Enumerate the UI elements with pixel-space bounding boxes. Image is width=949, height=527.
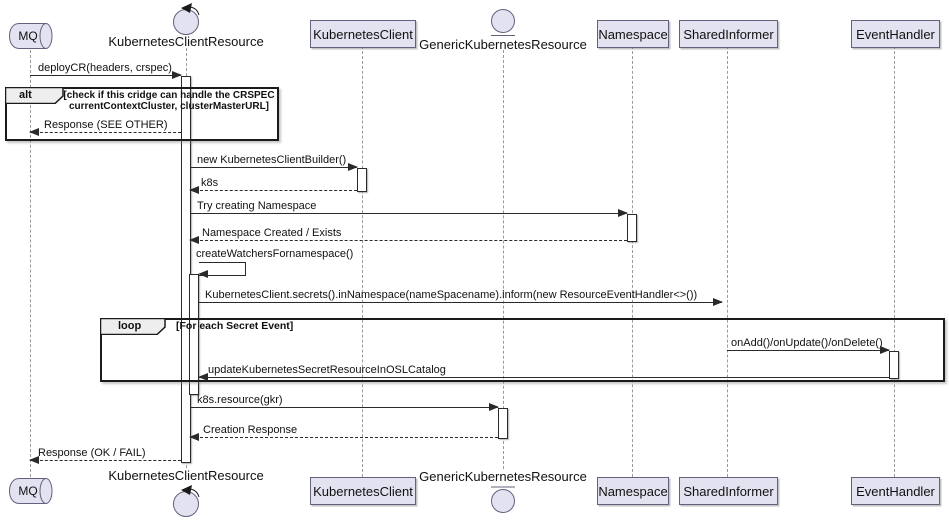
arrowhead-right-icon <box>713 298 723 306</box>
lifeline-mq <box>30 50 31 477</box>
lifeline-sharedinformer <box>727 46 728 477</box>
arrow-line <box>30 460 181 461</box>
participant-eventhandler-bottom: EventHandler <box>851 477 940 505</box>
loop-pentagon <box>100 318 166 335</box>
alt-operator: alt <box>19 89 32 101</box>
message-label: k8s <box>201 177 219 189</box>
participant-gkr-bottom: GenericKubernetesResource <box>419 469 587 484</box>
alt-guard-line2: currentContextCluster, clusterMasterURL] <box>68 101 270 112</box>
participant-label: SharedInformer <box>683 26 774 42</box>
participant-sharedinformer-bottom: SharedInformer <box>679 477 778 505</box>
message-label: new KubernetesClientBuilder() <box>197 154 347 166</box>
participant-mq-bottom: MQ <box>8 477 54 505</box>
message-createwatchers-self: createWatchersFornamespace() <box>190 248 354 278</box>
participant-label: Namespace <box>598 26 668 42</box>
arrow-line <box>190 407 498 408</box>
participant-kubernetesclient-bottom: KubernetesClient <box>310 477 416 505</box>
message-label: Creation Response <box>203 424 298 436</box>
arrowhead-left-icon <box>189 186 199 194</box>
message-label: onAdd()/onUpdate()/onDelete() <box>731 337 883 349</box>
arrow-line <box>190 213 627 214</box>
arrow-line <box>199 302 722 303</box>
participant-kubernetesclient-top: KubernetesClient <box>310 20 416 48</box>
message-label: deployCR(headers, crspec) <box>38 62 172 74</box>
arrowhead-right-icon <box>172 71 182 79</box>
arrow-line <box>30 132 181 133</box>
participant-label: KubernetesClient <box>313 26 413 42</box>
arrowhead-left-icon <box>198 270 208 278</box>
arrow-line <box>727 350 889 351</box>
participant-label: EventHandler <box>856 26 935 42</box>
self-call-line <box>199 262 246 276</box>
message-label: KubernetesClient.secrets().inNamespace(n… <box>205 289 698 301</box>
arrow-line <box>199 377 889 378</box>
activation-eventhandler <box>889 351 899 379</box>
control-icon <box>173 3 200 35</box>
loop-operator: loop <box>118 320 142 332</box>
participant-mq-top: MQ <box>8 22 54 50</box>
arrowhead-right-icon <box>880 346 890 354</box>
participant-label: MQ <box>18 483 38 498</box>
alt-pentagon <box>5 87 64 104</box>
arrowhead-right-icon <box>489 403 499 411</box>
arrowhead-right-icon <box>618 209 628 217</box>
participant-gkr-top: GenericKubernetesResource <box>419 37 587 52</box>
participant-eventhandler-top: EventHandler <box>851 20 940 48</box>
queue-icon <box>8 23 53 49</box>
arrow-line <box>190 190 357 191</box>
control-icon <box>173 485 200 517</box>
loop-guard: [For each Secret Event] <box>176 320 294 332</box>
arrowhead-right-icon <box>348 163 358 171</box>
message-label: createWatchersFornamespace() <box>196 248 354 260</box>
arrowhead-left-icon <box>189 433 199 441</box>
arrow-line <box>190 240 627 241</box>
activation-kcr-main <box>181 76 191 463</box>
queue-icon <box>8 478 53 504</box>
message-label: Namespace Created / Exists <box>202 227 342 239</box>
participant-kcr-bottom: KubernetesClientResource <box>108 468 264 483</box>
activation-kcr-nested <box>189 274 199 395</box>
lifeline-generickubernetesresource <box>503 50 504 469</box>
entity-icon <box>491 486 515 513</box>
lifeline-kubernetesclient <box>362 46 363 477</box>
arrowhead-left-icon <box>29 128 39 136</box>
participant-kcr-top: KubernetesClientResource <box>108 34 264 49</box>
alt-guard-line1: [check if this cridge can handle the CRS… <box>63 90 275 101</box>
entity-icon <box>491 9 515 36</box>
arrow-line <box>30 75 181 76</box>
message-label: k8s.resource(gkr) <box>197 394 283 406</box>
participant-label: EventHandler <box>856 483 935 499</box>
arrow-line <box>190 167 357 168</box>
participant-namespace-top: Namespace <box>597 20 669 48</box>
lifeline-eventhandler <box>894 46 895 477</box>
arrow-line <box>190 437 498 438</box>
message-label: Response (OK / FAIL) <box>38 447 146 459</box>
arrowhead-left-icon <box>189 236 199 244</box>
activation-generickubernetesresource <box>498 408 508 439</box>
message-label: Try creating Namespace <box>197 200 317 212</box>
message-label: updateKubernetesSecretResourceInOSLCatal… <box>208 364 446 376</box>
alt-fragment: alt [check if this cridge can handle the… <box>5 87 279 141</box>
participant-namespace-bottom: Namespace <box>597 477 669 505</box>
alt-guard: [check if this cridge can handle the CRS… <box>63 90 275 112</box>
activation-kubernetesclient <box>357 168 367 192</box>
activation-namespace <box>627 214 637 242</box>
participant-label: MQ <box>18 28 38 43</box>
loop-fragment: loop [For each Secret Event] <box>100 318 945 382</box>
lifeline-namespace <box>632 46 633 477</box>
message-label: Response (SEE OTHER) <box>44 119 168 131</box>
participant-label: Namespace <box>598 483 668 499</box>
participant-label: SharedInformer <box>683 483 774 499</box>
participant-sharedinformer-top: SharedInformer <box>679 20 778 48</box>
arrowhead-left-icon <box>198 373 208 381</box>
arrowhead-left-icon <box>29 456 39 464</box>
participant-label: KubernetesClient <box>313 483 413 499</box>
